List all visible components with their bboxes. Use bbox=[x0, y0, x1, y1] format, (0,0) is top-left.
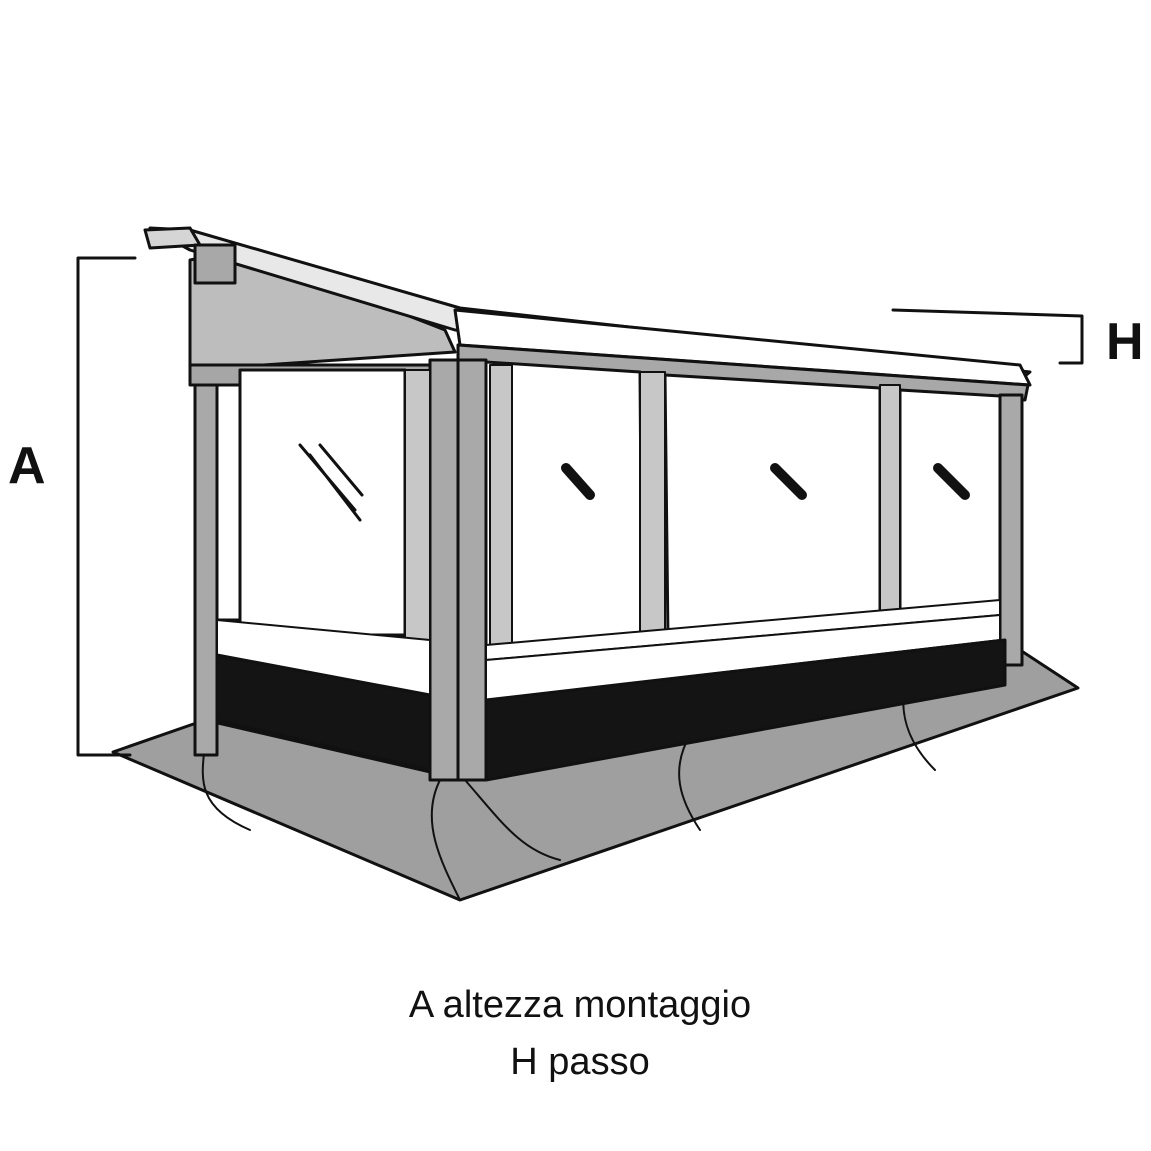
dimension-a-bracket bbox=[76, 256, 137, 757]
side-post-right bbox=[428, 358, 460, 782]
skirt-seam bbox=[678, 734, 701, 831]
front-frame-strip bbox=[489, 364, 513, 651]
side-reflection bbox=[298, 443, 364, 522]
front-post-right bbox=[998, 393, 1024, 667]
skirt-seam bbox=[464, 779, 561, 861]
front-window-panel-2 bbox=[663, 373, 882, 642]
front-window-panel-3 bbox=[898, 388, 1002, 622]
side-post-left bbox=[193, 383, 219, 757]
dimension-label-h: H bbox=[1106, 313, 1144, 371]
side-frame-strip bbox=[404, 369, 431, 641]
front-post-corner bbox=[456, 358, 488, 782]
front-frame-strip bbox=[639, 371, 666, 648]
legend-line-h: H passo bbox=[510, 1041, 650, 1083]
front-frame-strip bbox=[879, 384, 901, 626]
skirt-seam bbox=[430, 779, 461, 901]
roof-cassette bbox=[143, 226, 202, 250]
front-black-skirt bbox=[484, 638, 1007, 782]
roof-front-valance bbox=[453, 308, 1032, 387]
legend-line-a: A altezza montaggio bbox=[408, 984, 752, 1026]
zip-mark bbox=[933, 463, 970, 500]
zip-mark bbox=[770, 463, 807, 500]
dimension-label-a: A bbox=[8, 437, 46, 495]
side-black-skirt bbox=[215, 653, 432, 772]
side-window-pane bbox=[238, 368, 407, 637]
roof-bracket bbox=[193, 243, 237, 285]
dimension-h-bracket bbox=[891, 308, 1084, 365]
zip-mark bbox=[561, 463, 595, 500]
